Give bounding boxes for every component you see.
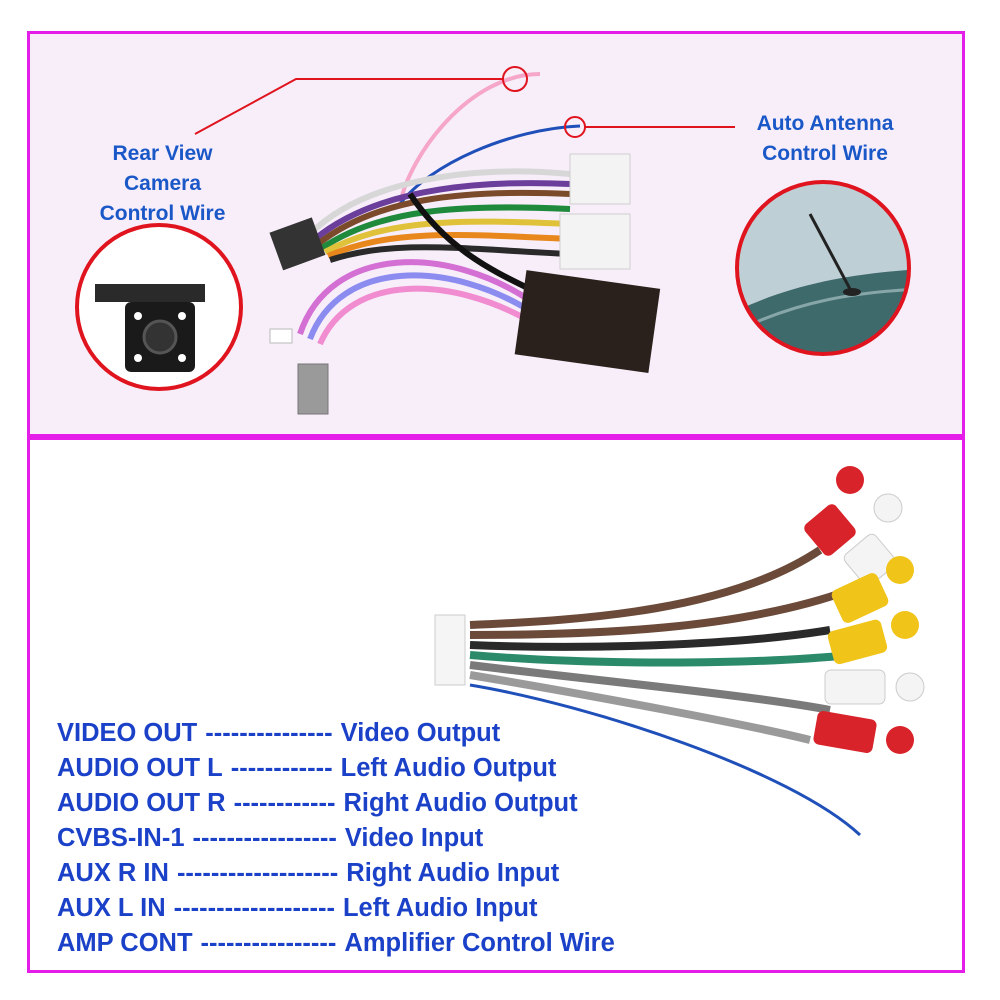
legend-signal: AUDIO OUT L xyxy=(57,754,223,782)
legend-meaning: Right Audio Input xyxy=(346,859,560,887)
rear-camera-label-line-1: Rear View xyxy=(112,142,213,165)
rear-camera-callout: Rear View Camera Control Wire xyxy=(70,139,255,229)
legend-item: AUX R IN-------------------Right Audio I… xyxy=(57,856,623,891)
legend-meaning: Amplifier Control Wire xyxy=(344,929,615,957)
legend-meaning: Left Audio Input xyxy=(342,894,538,922)
legend-meaning: Right Audio Output xyxy=(343,789,578,817)
legend-item: CVBS-IN-1-----------------Video Input xyxy=(57,821,623,856)
legend-dashes: ----------------- xyxy=(192,824,337,852)
legend-item: VIDEO OUT---------------Video Output xyxy=(57,716,623,751)
legend-item: AUDIO OUT R------------Right Audio Outpu… xyxy=(57,786,623,821)
legend-item: AUX L IN-------------------Left Audio In… xyxy=(57,891,623,926)
legend-item: AMP CONT----------------Amplifier Contro… xyxy=(57,926,623,961)
top-panel: Rear View Camera Control Wire Auto Anten… xyxy=(27,31,965,437)
legend-dashes: ------------ xyxy=(230,754,333,782)
antenna-label-line-2: Control Wire xyxy=(762,142,888,165)
legend-meaning: Video Input xyxy=(344,824,484,852)
rear-camera-label-line-2: Camera xyxy=(123,172,202,195)
legend-signal: VIDEO OUT xyxy=(57,719,198,747)
legend-dashes: ---------------- xyxy=(200,929,337,957)
legend-signal: AUX R IN xyxy=(57,859,169,887)
antenna-callout: Auto Antenna Control Wire xyxy=(730,109,920,169)
wiring-harness-image xyxy=(194,66,735,415)
legend-signal: AUDIO OUT R xyxy=(57,789,226,817)
legend-dashes: --------------- xyxy=(205,719,333,747)
bottom-panel: VIDEO OUT---------------Video Output AUD… xyxy=(27,437,965,973)
legend-dashes: ------------------- xyxy=(176,859,339,887)
legend-signal: AMP CONT xyxy=(57,929,193,957)
legend-dashes: ------------------- xyxy=(173,894,335,922)
legend-item: AUDIO OUT L------------Left Audio Output xyxy=(57,751,623,786)
rear-camera-label-line-3: Control Wire xyxy=(99,202,226,225)
legend-signal: CVBS-IN-1 xyxy=(57,824,185,852)
legend-signal: AUX L IN xyxy=(57,894,166,922)
rca-cable-image xyxy=(434,466,925,837)
legend-meaning: Video Output xyxy=(340,719,501,747)
legend-dashes: ------------ xyxy=(233,789,336,817)
signal-legend: VIDEO OUT---------------Video Output AUD… xyxy=(57,716,623,961)
legend-meaning: Left Audio Output xyxy=(340,754,557,782)
antenna-label-line-1: Auto Antenna xyxy=(756,112,894,135)
